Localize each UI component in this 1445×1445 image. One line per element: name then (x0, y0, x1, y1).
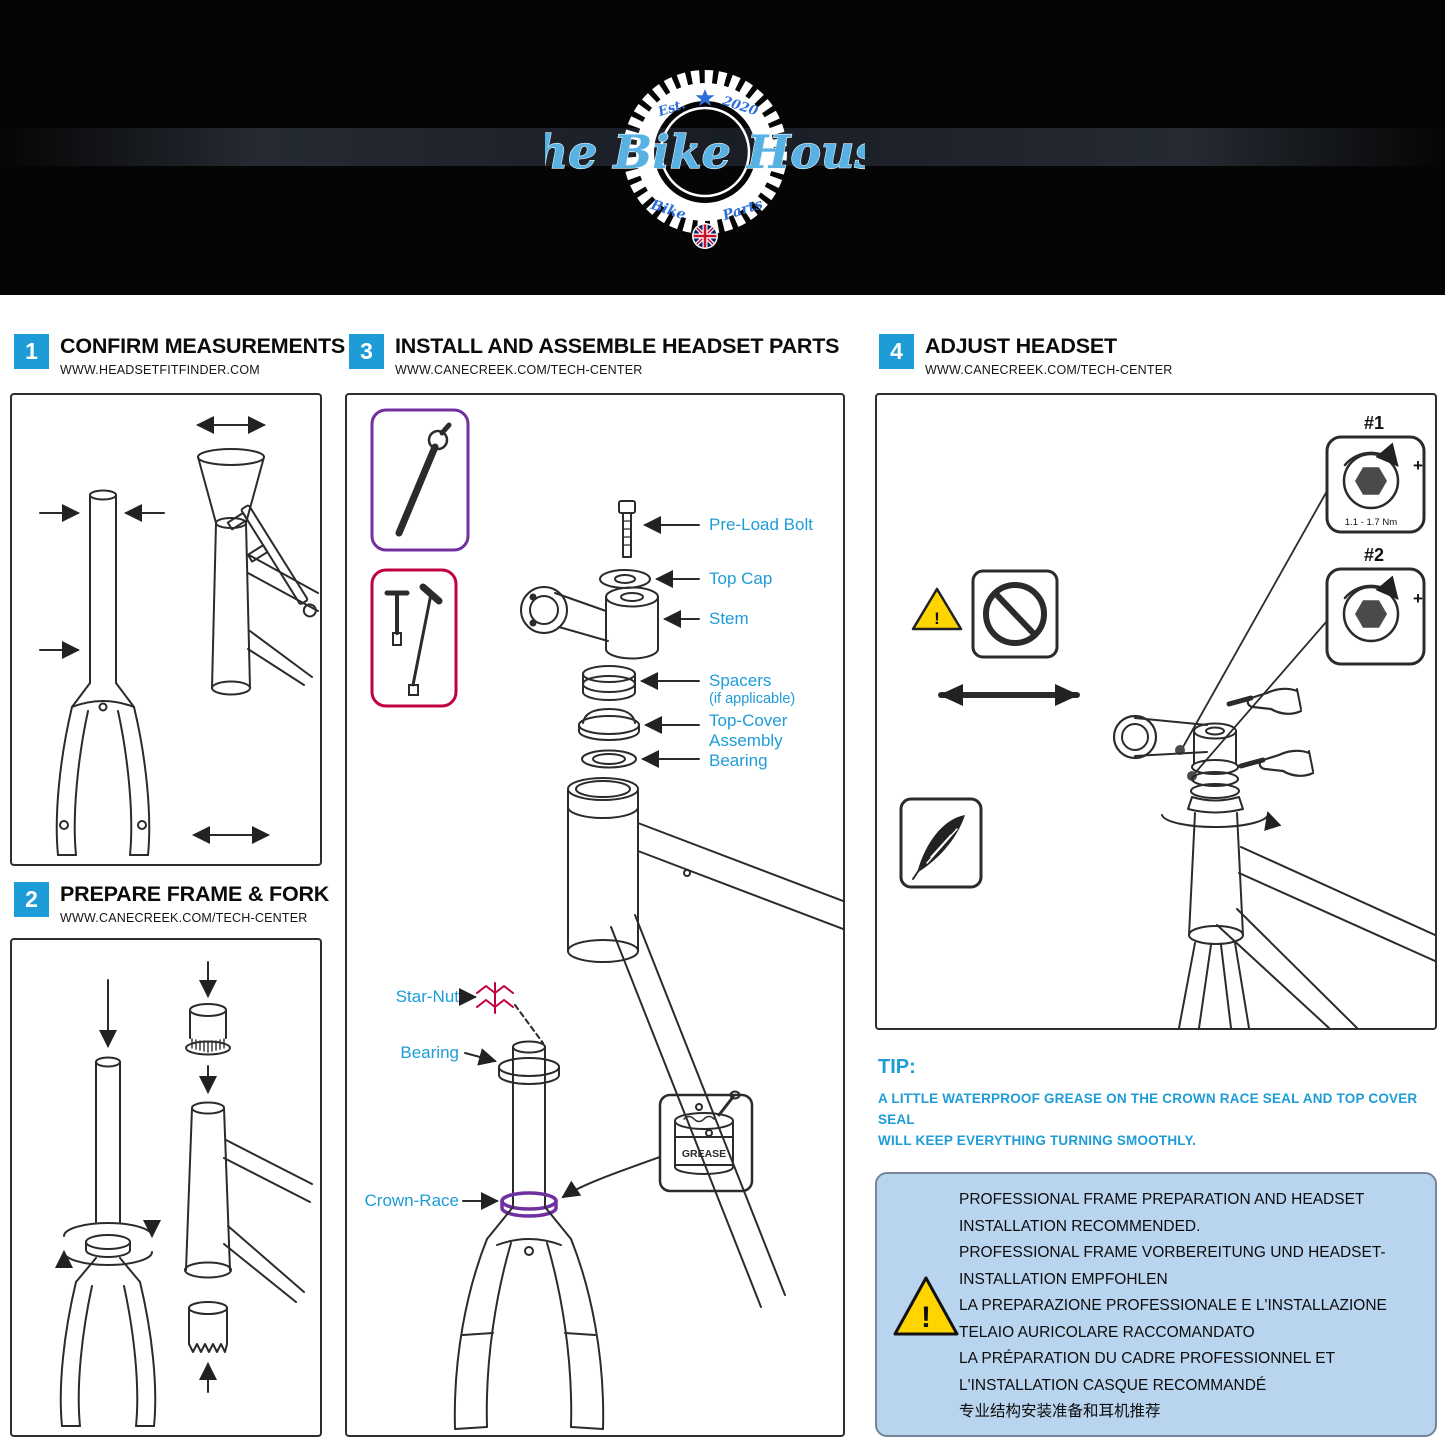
bearing-part (581, 749, 637, 769)
top-cover-part (578, 708, 640, 741)
step3-title: INSTALL AND ASSEMBLE HEADSET PARTS (395, 334, 840, 358)
tip-section: TIP: A LITTLE WATERPROOF GREASE ON THE C… (878, 1056, 1435, 1151)
hex-key-icon-1 (1325, 435, 1426, 534)
exploded-headset-diagram: GREASE (370, 408, 843, 1430)
notice-line-1: PROFESSIONAL FRAME PREPARATION AND HEADS… (959, 1191, 1365, 1208)
no-symbol-icon (971, 569, 1059, 659)
step4-header: 4 ADJUST HEADSET WWW.CANECREEK.COM/TECH-… (879, 334, 1172, 377)
brand-name: The Bike House (545, 125, 865, 179)
lower-bearing-part (498, 1057, 560, 1085)
warning-exclamation: ! (934, 609, 940, 628)
warning-triangle-icon (911, 587, 963, 631)
step1-header: 1 CONFIRM MEASUREMENTS WWW.HEADSETFITFIN… (14, 334, 345, 377)
top-cap-part (599, 569, 651, 589)
tip-label: TIP: (878, 1056, 916, 1078)
tool1-torque: 1.1 - 1.7 Nm (1345, 517, 1397, 528)
hex-tools-icon (384, 583, 443, 696)
torque-wrench-box (370, 408, 470, 552)
notice-line-2: INSTALLATION RECOMMENDED. (959, 1217, 1201, 1235)
feather-icon (899, 797, 983, 889)
label-spacers-note: (if applicable) (709, 691, 796, 707)
notice-line-4: INSTALLATION EMPFOHLEN (959, 1270, 1168, 1288)
notice-box: ! PROFESSIONAL FRAME PREPARATION AND HEA… (875, 1172, 1437, 1437)
tool1-plus: + (1413, 456, 1423, 475)
panel-prepare-frame-fork (10, 938, 322, 1437)
label-spacers: Spacers (709, 671, 772, 690)
stem-part (520, 586, 659, 660)
stem-assembly (1112, 714, 1435, 1028)
steerer-part (512, 1040, 546, 1208)
label-bearing-lower: Bearing (400, 1043, 459, 1062)
notice-line-6: TELAIO AURICOLARE RACCOMANDATO (959, 1323, 1255, 1341)
step1-title: CONFIRM MEASUREMENTS (60, 334, 346, 358)
star-icon (695, 89, 715, 106)
tip-line-2: WILL KEEP EVERYTHING TURNING SMOOTHLY. (878, 1133, 1197, 1148)
tip-line-1: A LITTLE WATERPROOF GREASE ON THE CROWN … (878, 1091, 1418, 1127)
label-star-nut: Star-Nut (395, 987, 459, 1006)
step2-header: 2 PREPARE FRAME & FORK WWW.CANECREEK.COM… (14, 882, 329, 925)
crown-race-part (500, 1191, 558, 1218)
tool1-label: #1 (1364, 413, 1384, 433)
star-nut-part (476, 982, 514, 1014)
label-pre-load-bolt: Pre-Load Bolt (709, 515, 813, 534)
tool2-plus: + (1413, 589, 1423, 608)
notice-warning-triangle-icon: ! (893, 1276, 959, 1336)
label-crown-race: Crown-Race (364, 1191, 459, 1210)
pointing-hand-icon-2 (1238, 749, 1315, 777)
frame-fork-prep-diagram (55, 961, 313, 1427)
banner: Est. 2020 Bike Parts The Bike House (0, 0, 1445, 295)
torque-wrench-icon (395, 422, 452, 537)
tool2-label: #2 (1364, 545, 1384, 565)
fork-part (453, 1206, 605, 1430)
hex-tools-box (370, 568, 458, 708)
label-assembly: Assembly (709, 731, 783, 750)
panel-confirm-measurements (10, 393, 322, 866)
hex-key-icon-2 (1325, 567, 1426, 666)
notice-exclamation: ! (921, 1301, 931, 1334)
step1-url: WWW.HEADSETFITFINDER.COM (60, 363, 260, 377)
panel-adjust-headset: #1 + 1.1 - 1.7 Nm #2 + ! (875, 393, 1437, 1030)
notice-line-3: PROFESSIONAL FRAME VORBEREITUNG UND HEAD… (959, 1244, 1386, 1261)
measurement-diagram (39, 416, 319, 856)
step3-number: 3 (349, 334, 384, 369)
bike-house-logo: Est. 2020 Bike Parts The Bike House (545, 70, 865, 249)
panel-install-assemble: GREASE Pre-Load Bolt Top Cap Stem Spacer… (345, 393, 845, 1437)
grease-can-box (658, 1090, 754, 1193)
union-jack-icon (692, 223, 718, 249)
step3-header: 3 INSTALL AND ASSEMBLE HEADSET PARTS WWW… (349, 334, 840, 377)
notice-text: PROFESSIONAL FRAME PREPARATION AND HEADS… (959, 1187, 1387, 1426)
notice-line-9: 专业结构安装准备和耳机推荐 (959, 1403, 1161, 1420)
step2-url: WWW.CANECREEK.COM/TECH-CENTER (60, 911, 308, 925)
notice-line-8: L'INSTALLATION CASQUE RECOMMANDÉ (959, 1376, 1267, 1394)
step1-number: 1 (14, 334, 49, 369)
adjust-headset-diagram: #1 + 1.1 - 1.7 Nm #2 + ! (899, 413, 1435, 1028)
label-top-cap: Top Cap (709, 569, 773, 588)
pre-load-bolt-part (618, 500, 636, 514)
step4-url: WWW.CANECREEK.COM/TECH-CENTER (925, 363, 1173, 377)
label-top-cover: Top-Cover (709, 711, 788, 730)
label-stem: Stem (709, 609, 749, 628)
grease-label: GREASE (682, 1148, 726, 1160)
step3-url: WWW.CANECREEK.COM/TECH-CENTER (395, 363, 643, 377)
notice-line-7: LA PRÉPARATION DU CADRE PROFESSIONNEL ET (959, 1350, 1336, 1367)
step2-title: PREPARE FRAME & FORK (60, 882, 330, 906)
notice-line-5: LA PREPARAZIONE PROFESSIONALE E L'INSTAL… (959, 1297, 1387, 1314)
pointing-hand-icon-1 (1226, 687, 1303, 715)
caliper-icon (226, 504, 317, 618)
banner-streak (0, 128, 1445, 166)
spacers-part (582, 665, 636, 701)
step2-number: 2 (14, 882, 49, 917)
head-tube-frame (567, 777, 843, 1308)
step4-title: ADJUST HEADSET (925, 334, 1117, 358)
label-bearing: Bearing (709, 751, 768, 770)
step4-number: 4 (879, 334, 914, 369)
